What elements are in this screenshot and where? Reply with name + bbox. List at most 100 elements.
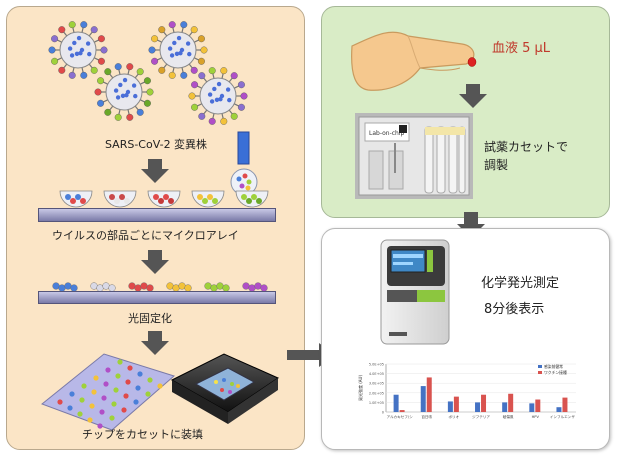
chip-spot (93, 375, 99, 381)
chip-spot (103, 381, 109, 387)
y-tick-label: 5.0E+05 (369, 363, 384, 367)
chip-spot (127, 365, 133, 371)
x-tick-label: インフルエンザ (550, 414, 575, 419)
chip-spot (121, 407, 127, 413)
virus-particle-icon (148, 21, 208, 79)
chemiluminescence-label: 化学発光測定 (481, 276, 560, 291)
legend-swatch (538, 365, 542, 368)
chip-spot (91, 389, 97, 395)
display-time-label: 8分後表示 (484, 302, 545, 317)
fixed-particle-group (242, 282, 268, 292)
microarray-well (59, 190, 93, 208)
chip-spot (115, 373, 121, 379)
chip-spot (157, 383, 163, 389)
fixed-particle-group (166, 282, 192, 292)
microarray-well (147, 190, 181, 208)
chip-spot (97, 423, 103, 429)
cassette-reader-illustration (170, 353, 280, 424)
chip-spot (109, 415, 115, 421)
legend-swatch (538, 371, 542, 374)
bar (426, 377, 432, 412)
y-tick-label: 1.0E+05 (369, 401, 384, 405)
y-axis-label: 発光強度 (AU) (357, 375, 363, 401)
legend-label: ワクチン接種 (544, 370, 567, 375)
bar (393, 394, 399, 412)
fixed-particle-group (52, 282, 78, 292)
chip-spot (133, 399, 139, 405)
chip-spot (125, 379, 131, 385)
bar (475, 402, 481, 412)
microarray-label: ウイルスの部品ごとにマイクロアレイ (52, 229, 239, 242)
arrow-down-5 (457, 212, 485, 238)
arrow-down-3 (141, 331, 169, 355)
microarray-well (191, 190, 225, 208)
chip-spot (123, 393, 129, 399)
bar (562, 397, 568, 412)
chip-illustration (41, 353, 176, 431)
reagent-cassette-image: Lab-on-chip (355, 113, 473, 199)
chip-spot (99, 409, 105, 415)
virus-particle-icon (94, 63, 154, 121)
chip-spot (77, 411, 83, 417)
bar (420, 386, 426, 412)
x-tick-label: ポリオ (448, 414, 459, 419)
y-tick-label: 4.0E+05 (369, 372, 384, 376)
microarray-wells (59, 190, 269, 208)
chip-spot (117, 359, 123, 365)
microarray-well (235, 190, 269, 208)
chip-spot (57, 399, 63, 405)
bar (453, 396, 459, 412)
chip-spot (135, 385, 141, 391)
result-bar-chart: 0 1.0E+05 2.0E+05 3.0E+05 4.0E+05 5.0E+05 発光強度… (357, 363, 576, 419)
chip-spot (105, 367, 111, 373)
blood-volume-label: 血液 5 μL (492, 41, 551, 56)
chip-spot (81, 383, 87, 389)
arrow-down-4 (459, 84, 487, 108)
measurement-panel (321, 228, 610, 450)
bar (502, 402, 508, 412)
chip-spot (79, 397, 85, 403)
x-tick-label: アルカキセフ/シ (386, 414, 413, 419)
bar (556, 407, 562, 412)
chip-label: チップをカセットに装填 (82, 428, 203, 441)
legend-label: 感染前健常 (544, 364, 563, 369)
fixation-plate (38, 291, 276, 304)
bar (529, 403, 535, 412)
x-tick-label: 百日咳 (421, 414, 432, 419)
bar (535, 399, 541, 412)
chip-spot (69, 391, 75, 397)
cassette-label-1: 試薬カセットで (484, 140, 569, 154)
bar (508, 393, 514, 412)
x-tick-label: 破傷風 (503, 414, 514, 419)
bar (399, 410, 405, 412)
analyzer-device-image (380, 239, 450, 345)
microarray-well (103, 190, 137, 208)
chip-spot (111, 401, 117, 407)
y-tick-label: 2.0E+05 (369, 391, 384, 395)
fixed-particle-group (90, 282, 116, 292)
fixed-particle-group (128, 282, 154, 292)
chip-spot (87, 417, 93, 423)
cassette-label-2: 調製 (484, 158, 509, 172)
fixation-label: 光固定化 (128, 312, 172, 325)
virus-particle-icon (48, 21, 108, 79)
virus-label: SARS-CoV-2 変異株 (105, 138, 208, 151)
cassette-text: Lab-on-chip (369, 130, 405, 137)
y-tick-label: 3.0E+05 (369, 382, 384, 386)
virus-particle-icon (188, 67, 248, 125)
array-chip (41, 353, 176, 431)
y-tick-label: 0 (382, 411, 384, 415)
chip-spot (89, 403, 95, 409)
chip-spot (145, 391, 151, 397)
arrow-down-1 (141, 159, 169, 183)
microarray-plate (38, 208, 276, 222)
x-tick-label: ジフテリア (472, 414, 490, 419)
arrow-down-2 (141, 250, 169, 274)
finger-icon (351, 31, 477, 91)
chip-spot (147, 377, 153, 383)
chip-spot (67, 405, 73, 411)
x-tick-label: HPV (532, 415, 540, 419)
bar (481, 394, 487, 412)
chip-spot (113, 387, 119, 393)
